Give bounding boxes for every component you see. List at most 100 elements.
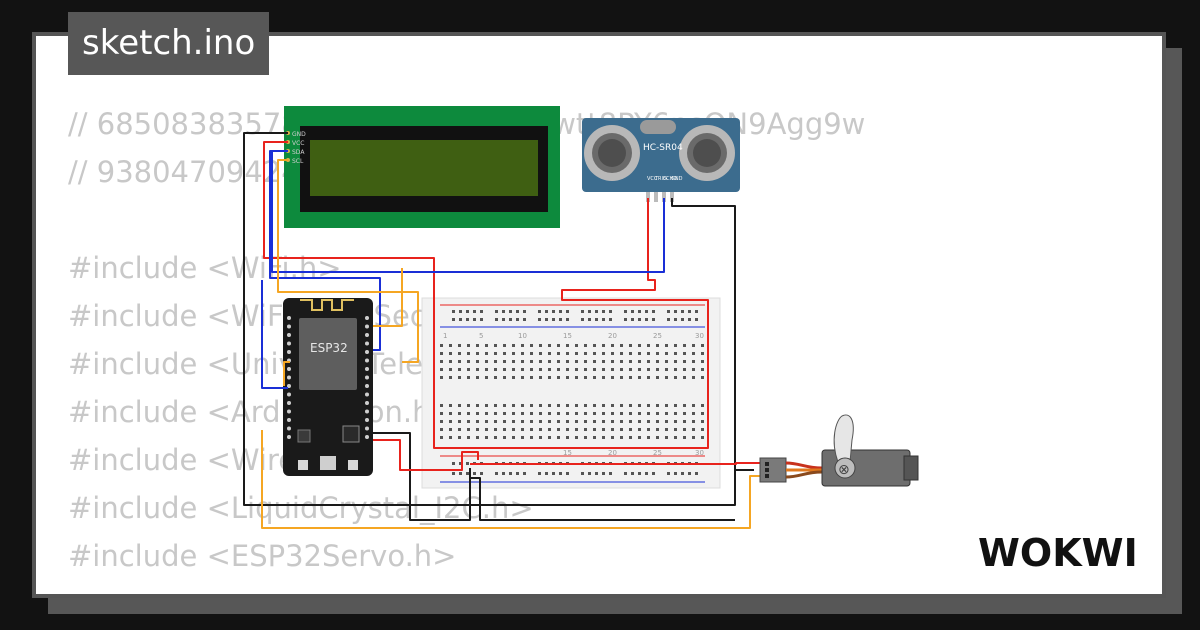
breadboard-hole[interactable]	[494, 412, 497, 415]
breadboard-hole[interactable]	[449, 428, 452, 431]
breadboard[interactable]: 1 5 10 15 20 25 30 15 20 25 30	[421, 297, 721, 489]
breadboard-hole[interactable]	[494, 436, 497, 439]
breadboard-hole[interactable]	[629, 420, 632, 423]
breadboard-hole[interactable]	[458, 436, 461, 439]
breadboard-hole[interactable]	[683, 404, 686, 407]
breadboard-hole[interactable]	[476, 376, 479, 379]
esp32-pin[interactable]	[365, 375, 369, 380]
breadboard-hole[interactable]	[656, 360, 659, 363]
breadboard-hole[interactable]	[575, 368, 578, 371]
breadboard-hole[interactable]	[539, 376, 542, 379]
breadboard-hole[interactable]	[503, 420, 506, 423]
esp32-pin[interactable]	[365, 409, 369, 414]
breadboard-hole[interactable]	[688, 310, 691, 313]
breadboard-hole[interactable]	[656, 412, 659, 415]
breadboard-hole[interactable]	[512, 376, 515, 379]
breadboard-hole[interactable]	[548, 376, 551, 379]
breadboard-hole[interactable]	[449, 404, 452, 407]
esp32-en-button[interactable]	[298, 460, 308, 470]
breadboard-hole[interactable]	[530, 412, 533, 415]
breadboard-hole[interactable]	[476, 360, 479, 363]
breadboard-hole[interactable]	[688, 318, 691, 321]
breadboard-hole[interactable]	[624, 318, 627, 321]
breadboard-hole[interactable]	[512, 404, 515, 407]
breadboard-hole[interactable]	[458, 404, 461, 407]
breadboard-hole[interactable]	[557, 360, 560, 363]
esp32-pin[interactable]	[365, 384, 369, 388]
breadboard-hole[interactable]	[665, 352, 668, 355]
breadboard-hole[interactable]	[638, 412, 641, 415]
breadboard-hole[interactable]	[548, 428, 551, 431]
breadboard-hole[interactable]	[692, 412, 695, 415]
breadboard-hole[interactable]	[701, 368, 704, 371]
breadboard-hole[interactable]	[602, 472, 605, 475]
breadboard-hole[interactable]	[494, 428, 497, 431]
breadboard-hole[interactable]	[629, 404, 632, 407]
breadboard-hole[interactable]	[656, 376, 659, 379]
breadboard-hole[interactable]	[701, 376, 704, 379]
breadboard-hole[interactable]	[449, 412, 452, 415]
breadboard-hole[interactable]	[701, 352, 704, 355]
servo-horn[interactable]	[833, 414, 854, 463]
breadboard-hole[interactable]	[645, 472, 648, 475]
breadboard-hole[interactable]	[620, 344, 623, 347]
breadboard-hole[interactable]	[602, 318, 605, 321]
breadboard-hole[interactable]	[681, 310, 684, 313]
breadboard-hole[interactable]	[476, 352, 479, 355]
breadboard-hole[interactable]	[584, 404, 587, 407]
breadboard-hole[interactable]	[638, 360, 641, 363]
breadboard-hole[interactable]	[539, 428, 542, 431]
esp32-pin[interactable]	[287, 426, 291, 431]
breadboard-hole[interactable]	[467, 376, 470, 379]
esp32-pin[interactable]	[287, 435, 291, 439]
esp32-pin[interactable]	[287, 409, 291, 414]
breadboard-hole[interactable]	[512, 344, 515, 347]
breadboard-hole[interactable]	[485, 420, 488, 423]
breadboard-hole[interactable]	[652, 318, 655, 321]
breadboard-hole[interactable]	[584, 352, 587, 355]
breadboard-hole[interactable]	[674, 428, 677, 431]
breadboard-hole[interactable]	[701, 412, 704, 415]
breadboard-hole[interactable]	[530, 436, 533, 439]
breadboard-hole[interactable]	[467, 344, 470, 347]
breadboard-hole[interactable]	[620, 360, 623, 363]
breadboard-hole[interactable]	[466, 310, 469, 313]
breadboard-hole[interactable]	[557, 368, 560, 371]
esp32-pin[interactable]	[287, 324, 291, 329]
breadboard-hole[interactable]	[440, 376, 443, 379]
breadboard-hole[interactable]	[692, 352, 695, 355]
breadboard-hole[interactable]	[638, 344, 641, 347]
breadboard-hole[interactable]	[593, 404, 596, 407]
breadboard-hole[interactable]	[602, 352, 605, 355]
breadboard-hole[interactable]	[566, 436, 569, 439]
breadboard-hole[interactable]	[521, 368, 524, 371]
breadboard-hole[interactable]	[459, 462, 462, 465]
breadboard-hole[interactable]	[692, 344, 695, 347]
breadboard-hole[interactable]	[701, 428, 704, 431]
breadboard-hole[interactable]	[548, 412, 551, 415]
breadboard-hole[interactable]	[647, 428, 650, 431]
breadboard-hole[interactable]	[545, 318, 548, 321]
breadboard-hole[interactable]	[458, 420, 461, 423]
breadboard-hole[interactable]	[509, 310, 512, 313]
breadboard-hole[interactable]	[502, 318, 505, 321]
breadboard-hole[interactable]	[620, 404, 623, 407]
breadboard-hole[interactable]	[458, 376, 461, 379]
breadboard-hole[interactable]	[538, 472, 541, 475]
breadboard-hole[interactable]	[683, 428, 686, 431]
breadboard-hole[interactable]	[647, 436, 650, 439]
breadboard-hole[interactable]	[665, 344, 668, 347]
breadboard-hole[interactable]	[665, 360, 668, 363]
esp32-pin[interactable]	[287, 375, 291, 380]
breadboard-hole[interactable]	[629, 344, 632, 347]
breadboard-hole[interactable]	[467, 436, 470, 439]
breadboard-hole[interactable]	[476, 428, 479, 431]
breadboard-hole[interactable]	[530, 344, 533, 347]
breadboard-hole[interactable]	[440, 412, 443, 415]
breadboard-hole[interactable]	[548, 420, 551, 423]
breadboard-hole[interactable]	[502, 472, 505, 475]
breadboard-hole[interactable]	[575, 352, 578, 355]
breadboard-hole[interactable]	[458, 344, 461, 347]
breadboard-hole[interactable]	[638, 368, 641, 371]
breadboard-hole[interactable]	[674, 368, 677, 371]
